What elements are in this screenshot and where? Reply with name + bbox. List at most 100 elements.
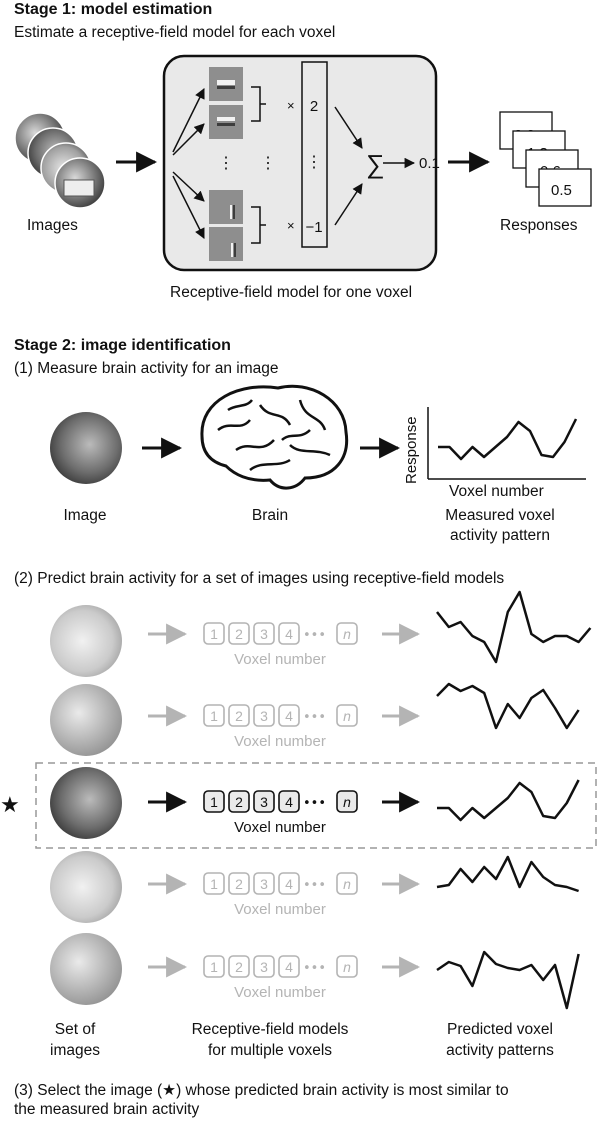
voxel-box-n: [336, 704, 358, 727]
predicted-line-4: [436, 855, 580, 893]
axis-x-label: Voxel number: [449, 483, 544, 500]
predicted-line-1: [436, 590, 592, 664]
step3-label-1: (3) Select the image (★) whose predicted…: [14, 1082, 509, 1099]
voxel-box-label: 1: [210, 626, 218, 642]
voxel-box-n: [336, 622, 358, 645]
voxel-box-4: [278, 790, 300, 813]
col3-label-1: Predicted voxel: [447, 1021, 553, 1038]
voxel-box-4: [278, 622, 300, 645]
voxel-number-caption: Voxel number: [234, 733, 326, 750]
col3-label-2: activity patterns: [446, 1042, 554, 1059]
voxel-box-1: [203, 955, 225, 978]
voxel-box-3: [253, 790, 275, 813]
voxel-model-row-5: 1 2 3 4 n ••• Voxel number: [203, 955, 358, 1001]
voxel-box-label: 3: [260, 876, 268, 892]
predicted-line-5: [436, 950, 580, 1010]
candidate-image-3: [50, 767, 122, 839]
filter-dots: ⋮: [218, 155, 234, 172]
weight-middle: ⋮: [306, 154, 322, 171]
voxel-box-4: [278, 704, 300, 727]
voxel-box-2: [228, 704, 250, 727]
output-value: 0.1: [419, 155, 440, 172]
voxel-box-label: 4: [285, 626, 293, 642]
voxel-box-4: [278, 955, 300, 978]
voxel-box-label: 1: [210, 708, 218, 724]
voxel-box-label: n: [343, 626, 351, 642]
voxel-box-4: [278, 872, 300, 895]
voxel-box-label: 3: [260, 959, 268, 975]
voxel-number-caption: Voxel number: [234, 984, 326, 1001]
measured-label-1: Measured voxel: [445, 507, 555, 524]
response-cards: 2.8 1.3 0.6 0.5: [499, 111, 592, 207]
voxel-number-caption: Voxel number: [234, 651, 326, 668]
weight-vector-box: [301, 61, 328, 248]
times-sign-1: ×: [287, 98, 295, 113]
measured-chart: Response: [403, 407, 586, 484]
voxel-box-label: 1: [210, 876, 218, 892]
voxel-box-label: 3: [260, 794, 268, 810]
weight-top: 2: [310, 98, 318, 115]
responses-label: Responses: [500, 217, 578, 234]
images-label: Images: [27, 217, 78, 234]
voxel-box-label: 4: [285, 876, 293, 892]
voxel-box-label: n: [343, 794, 351, 810]
gabor-filters: [209, 67, 243, 261]
voxel-box-1: [203, 704, 225, 727]
voxel-box-label: 2: [235, 959, 243, 975]
selected-row-highlight: [35, 762, 597, 849]
brain-icon: [200, 384, 349, 490]
sum-icon: ∑: [366, 149, 385, 179]
voxel-box-label: 2: [235, 626, 243, 642]
voxel-box-1: [203, 872, 225, 895]
selected-star-icon: ★: [0, 792, 20, 817]
voxel-box-2: [228, 872, 250, 895]
times-sign-2: ×: [287, 218, 295, 233]
measured-label-2: activity pattern: [450, 527, 550, 544]
col1-label-2: images: [50, 1042, 100, 1059]
predicted-line-3: [437, 779, 580, 822]
step2-label: (2) Predict brain activity for a set of …: [14, 570, 505, 587]
voxel-box-label: 1: [210, 959, 218, 975]
voxel-box-label: 4: [285, 794, 293, 810]
image-label: Image: [63, 507, 107, 524]
weight-bottom: −1: [305, 219, 322, 236]
voxel-box-label: 4: [285, 959, 293, 975]
col1-label-1: Set of: [54, 1021, 96, 1038]
stage2-heading: Stage 2: image identification: [14, 337, 231, 354]
voxel-number-caption: Voxel number: [234, 819, 326, 836]
voxel-box-label: 3: [260, 626, 268, 642]
sum-arrows: [334, 106, 416, 226]
voxel-box-3: [253, 622, 275, 645]
col2-label-2: for multiple voxels: [207, 1042, 333, 1059]
candidate-row-1: [50, 590, 592, 677]
svg-text:0.5: 0.5: [551, 182, 572, 199]
voxel-box-1: [203, 622, 225, 645]
candidate-row-5: [50, 933, 580, 1010]
voxel-box-label: n: [343, 959, 351, 975]
voxel-box-label: 3: [260, 708, 268, 724]
voxel-ellipsis: •••: [303, 710, 326, 725]
candidate-image-5: [50, 933, 122, 1005]
measured-image: [50, 412, 122, 484]
voxel-box-n: [336, 790, 358, 813]
voxel-ellipsis: •••: [303, 878, 326, 893]
voxel-box-3: [253, 955, 275, 978]
voxel-box-2: [228, 622, 250, 645]
step3-label-2: the measured brain activity: [14, 1101, 200, 1118]
voxel-box-label: 2: [235, 876, 243, 892]
voxel-ellipsis: •••: [303, 961, 326, 976]
candidate-image-1: [50, 605, 122, 677]
col2-label-1: Receptive-field models: [191, 1021, 349, 1038]
stage1-image-stack: [14, 112, 106, 209]
input-branch-arrows: [172, 88, 205, 239]
voxel-box-1: [203, 790, 225, 813]
predicted-line-2: [436, 682, 580, 730]
voxel-box-label: 2: [235, 794, 243, 810]
voxel-box-label: 4: [285, 708, 293, 724]
candidate-image-4: [50, 851, 122, 923]
candidate-row-4: [50, 851, 580, 923]
